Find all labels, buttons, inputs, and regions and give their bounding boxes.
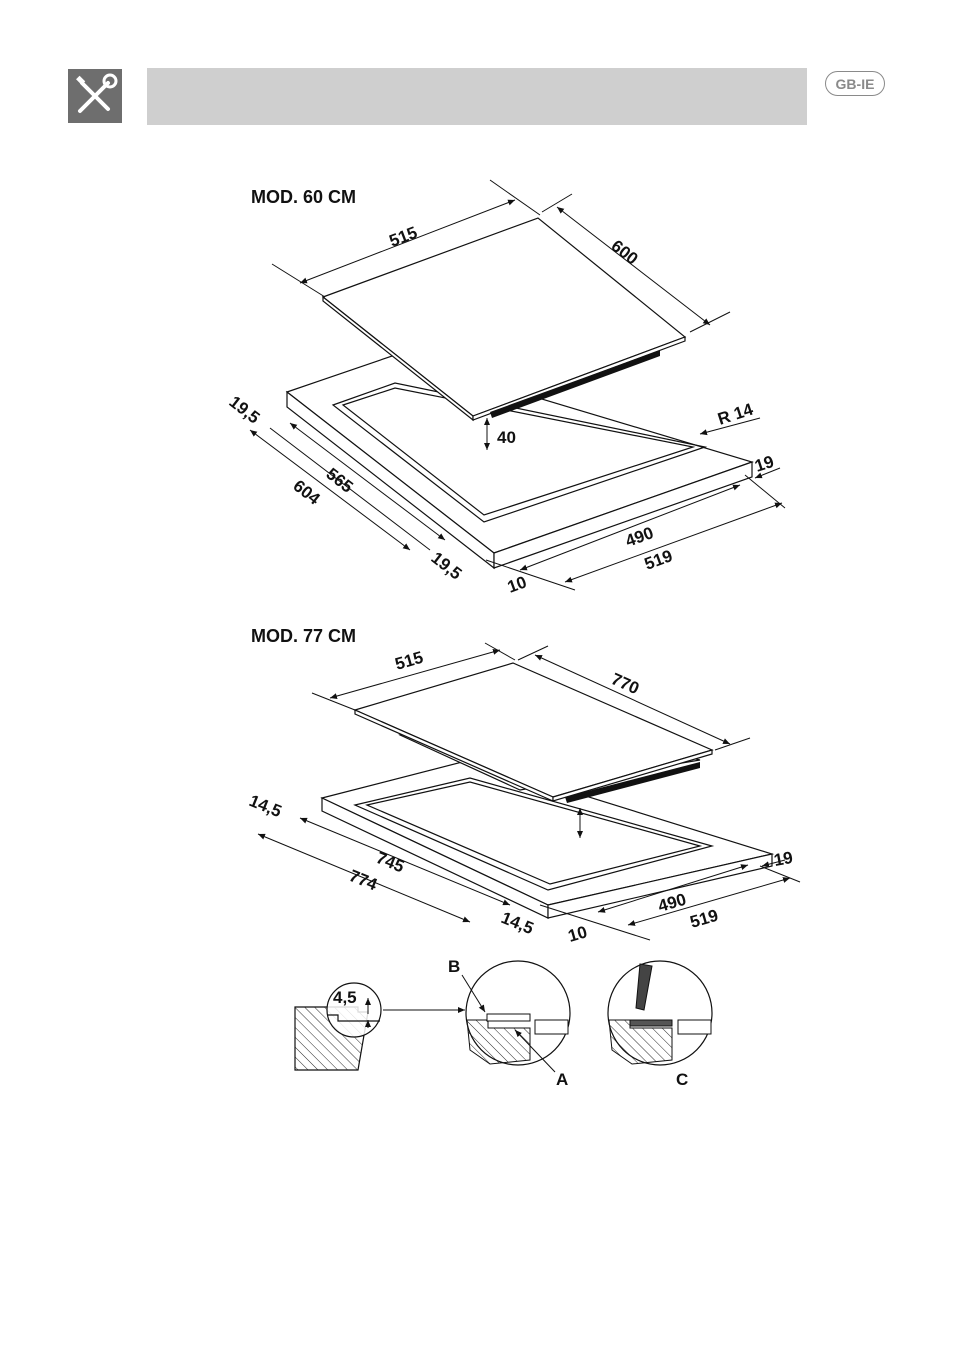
dim-height: 40: [497, 428, 516, 447]
title-mod-60: MOD. 60 CM: [251, 187, 356, 207]
ext-line: [540, 905, 650, 940]
ext-line: [542, 194, 572, 212]
diagram-mod-77: MOD. 77 CM: [247, 626, 800, 946]
sealant-strip: [630, 1020, 672, 1026]
dim-edge-left-top: 14,5: [247, 791, 285, 821]
hob-support: [535, 1020, 568, 1034]
dim-cut-length: 745: [374, 848, 407, 876]
hob-edge: [487, 1014, 530, 1021]
label-a: A: [556, 1070, 568, 1089]
dim-total-length: 774: [347, 866, 381, 894]
detail-b-a: B A: [448, 957, 570, 1089]
title-mod-77: MOD. 77 CM: [251, 626, 356, 646]
ext-line: [490, 180, 540, 215]
ext-line: [690, 312, 730, 332]
detail-depth: 4,5: [333, 988, 357, 1007]
dim-front-offset: 10: [505, 572, 529, 596]
dim-top-width: 515: [387, 223, 420, 251]
detail-views: 4,5 B A C: [295, 957, 712, 1089]
dim-edge-left-bottom: 19,5: [428, 548, 466, 583]
detail-section: 4,5: [295, 983, 465, 1070]
diagram-mod-60: MOD. 60 CM: [226, 180, 785, 597]
dim-edge-right: 19: [752, 452, 776, 476]
hob-support: [678, 1020, 711, 1034]
label-c: C: [676, 1070, 688, 1089]
dim-total-width: 519: [688, 906, 721, 932]
label-b: B: [448, 957, 460, 976]
dim-top-depth: 600: [608, 236, 642, 268]
ext-line: [272, 264, 325, 297]
ext-line: [518, 646, 548, 660]
dim-cut-width: 490: [656, 890, 689, 916]
dim-cut-width: 490: [623, 523, 656, 551]
dim-edge-left-top: 19,5: [226, 392, 264, 427]
ext-line: [486, 560, 575, 590]
dim-edge-right: 19: [772, 848, 794, 870]
detail-c: C: [608, 961, 712, 1089]
dim-top-width: 515: [393, 648, 426, 674]
ext-line: [485, 643, 515, 660]
dim-edge-left-bottom: 14,5: [499, 908, 537, 938]
ext-line: [745, 475, 785, 508]
dim-front-offset: 10: [566, 922, 589, 945]
dim-total-width: 519: [642, 546, 675, 574]
dim-top-depth: 770: [608, 669, 642, 698]
